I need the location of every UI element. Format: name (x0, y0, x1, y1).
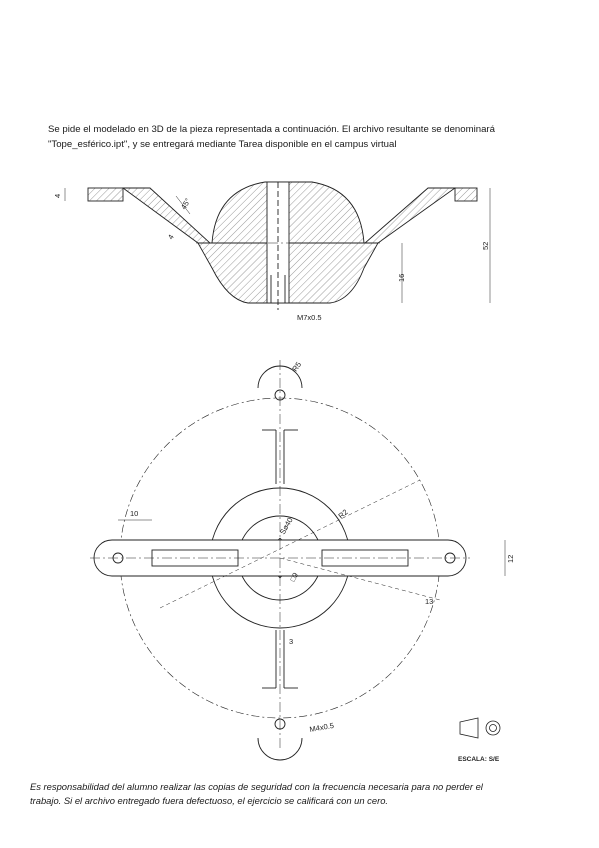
dim-height-sphere: 16 (397, 274, 406, 282)
flange-left (87, 187, 124, 202)
instructions: Se pide el modelado en 3D de la pieza re… (48, 122, 578, 152)
dim-big-radius: R2 (337, 507, 350, 520)
projection-circle-outer-icon (485, 720, 501, 736)
projection-cone-icon (459, 717, 479, 739)
dim-bolt-circle: 13 (425, 597, 433, 606)
dim-angle: 45° (179, 197, 192, 211)
dim-thickness: 4 (53, 194, 62, 198)
dim-rib: 3 (289, 637, 293, 646)
footer-note: Es responsabilidad del alumno realizar l… (30, 780, 575, 808)
projection-circle-inner-icon (489, 724, 497, 732)
footer-line-2: trabajo. Si el archivo entregado fuera d… (30, 795, 389, 806)
flange-right (454, 187, 478, 202)
plan-view (90, 360, 506, 761)
scale-label: ESCALA: S/E (458, 756, 500, 763)
dim-height-total: 52 (481, 242, 490, 250)
projection-symbol (459, 717, 501, 739)
section-view (64, 181, 491, 310)
instructions-line-2: "Tope_esférico.ipt", y se entregará medi… (48, 139, 397, 150)
dim-slot-len: 10 (130, 509, 138, 518)
instructions-line-1: Se pide el modelado en 3D de la pieza re… (48, 124, 495, 135)
dim-thread-bottom: M4x0.5 (309, 721, 335, 734)
dim-hole-radius: R5 (290, 360, 303, 373)
dim-sphere-diameter: Sø40 (278, 516, 295, 536)
dim-square: □9 (288, 571, 300, 583)
dim-width: 12 (506, 555, 515, 563)
footer-line-1: Es responsabilidad del alumno realizar l… (30, 781, 483, 792)
cone-wall-right (363, 187, 457, 244)
dim-thread-top: M7x0.5 (297, 313, 322, 322)
dim-wall: 4 (166, 233, 176, 241)
arc-bottom (257, 737, 303, 761)
